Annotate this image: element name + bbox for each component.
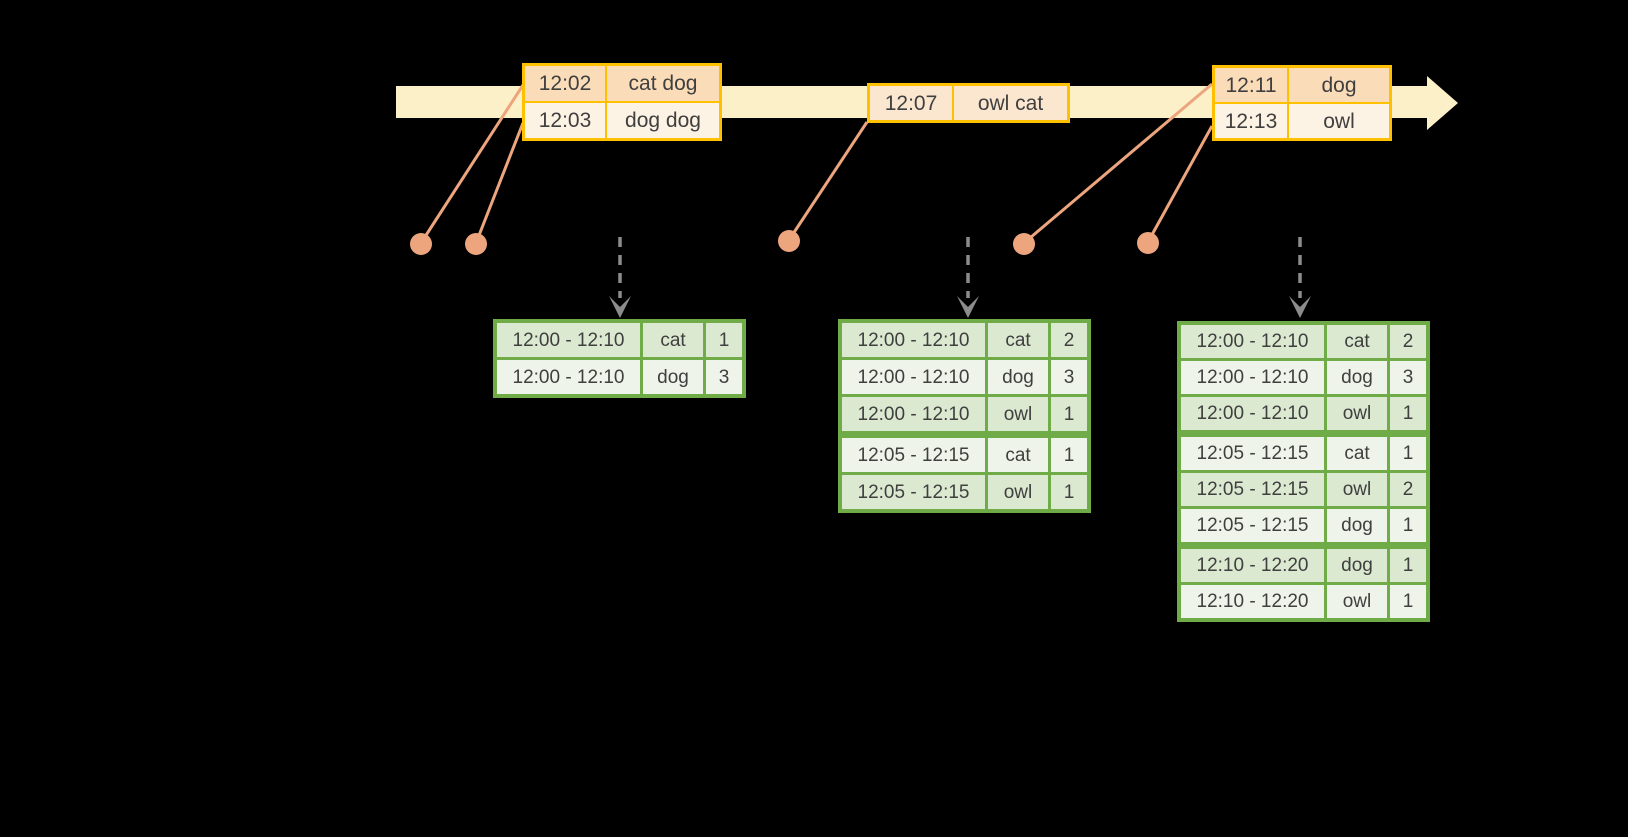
connector-1211 — [1023, 82, 1213, 245]
cell-count: 1 — [706, 323, 742, 357]
cell-window: 12:00 - 12:10 — [497, 360, 640, 394]
event-dot-1211 — [1013, 233, 1035, 255]
cell-count: 1 — [1390, 437, 1426, 470]
cell-time: 12:07 — [870, 86, 952, 120]
cell-word: dog — [1327, 361, 1387, 394]
cell-window: 12:00 - 12:10 — [842, 323, 985, 357]
trigger-arrow-1-head — [609, 296, 631, 318]
cell-word: cat — [1327, 437, 1387, 470]
cell-window: 12:05 - 12:15 — [842, 438, 985, 472]
connector-1202 — [419, 84, 525, 244]
event-dot-1207 — [778, 230, 800, 252]
connector-1203 — [474, 122, 525, 244]
cell-count: 3 — [1051, 360, 1087, 394]
event-dot-1203 — [465, 233, 487, 255]
cell-window: 12:10 - 12:20 — [1181, 549, 1324, 582]
cell-word: dog — [643, 360, 703, 394]
cell-time: 12:13 — [1215, 104, 1287, 138]
cell-word: owl — [1327, 397, 1387, 430]
cell-word: owl — [988, 475, 1048, 509]
cell-word: cat — [643, 323, 703, 357]
cell-time: 12:11 — [1215, 68, 1287, 102]
cell-count: 2 — [1390, 473, 1426, 506]
cell-count: 3 — [706, 360, 742, 394]
cell-window: 12:05 - 12:15 — [1181, 509, 1324, 542]
cell-word: dog — [1327, 509, 1387, 542]
event-dot-1202 — [410, 233, 432, 255]
cell-count: 1 — [1051, 397, 1087, 431]
cell-window: 12:00 - 12:10 — [1181, 397, 1324, 430]
connector-1207 — [787, 121, 869, 241]
cell-count: 1 — [1390, 397, 1426, 430]
cell-window: 12:05 - 12:15 — [1181, 437, 1324, 470]
connector-1213 — [1146, 125, 1214, 243]
cell-count: 2 — [1051, 323, 1087, 357]
cell-window: 12:10 - 12:20 — [1181, 585, 1324, 618]
cell-words: cat dog — [607, 66, 719, 101]
cell-count: 1 — [1051, 475, 1087, 509]
cell-window: 12:00 - 12:10 — [842, 397, 985, 431]
cell-time: 12:02 — [525, 66, 605, 101]
cell-words: owl cat — [954, 86, 1067, 120]
cell-word: dog — [988, 360, 1048, 394]
cell-window: 12:00 - 12:10 — [1181, 325, 1324, 358]
event-dot-1213 — [1137, 232, 1159, 254]
cell-window: 12:00 - 12:10 — [842, 360, 985, 394]
cell-word: cat — [988, 438, 1048, 472]
cell-window: 12:00 - 12:10 — [1181, 361, 1324, 394]
cell-words: owl — [1289, 104, 1389, 138]
cell-time: 12:03 — [525, 103, 605, 138]
cell-word: owl — [1327, 473, 1387, 506]
cell-word: cat — [1327, 325, 1387, 358]
trigger-arrow-3-head — [1289, 296, 1311, 318]
cell-count: 1 — [1390, 585, 1426, 618]
cell-words: dog — [1289, 68, 1389, 102]
cell-count: 2 — [1390, 325, 1426, 358]
cell-word: cat — [988, 323, 1048, 357]
cell-window: 12:05 - 12:15 — [842, 475, 985, 509]
cell-count: 1 — [1051, 438, 1087, 472]
cell-window: 12:05 - 12:15 — [1181, 473, 1324, 506]
cell-count: 1 — [1390, 509, 1426, 542]
cell-count: 3 — [1390, 361, 1426, 394]
trigger-arrow-2-head — [957, 296, 979, 318]
cell-window: 12:00 - 12:10 — [497, 323, 640, 357]
cell-word: owl — [1327, 585, 1387, 618]
cell-word: owl — [988, 397, 1048, 431]
cell-count: 1 — [1390, 549, 1426, 582]
cell-word: dog — [1327, 549, 1387, 582]
cell-words: dog dog — [607, 103, 719, 138]
